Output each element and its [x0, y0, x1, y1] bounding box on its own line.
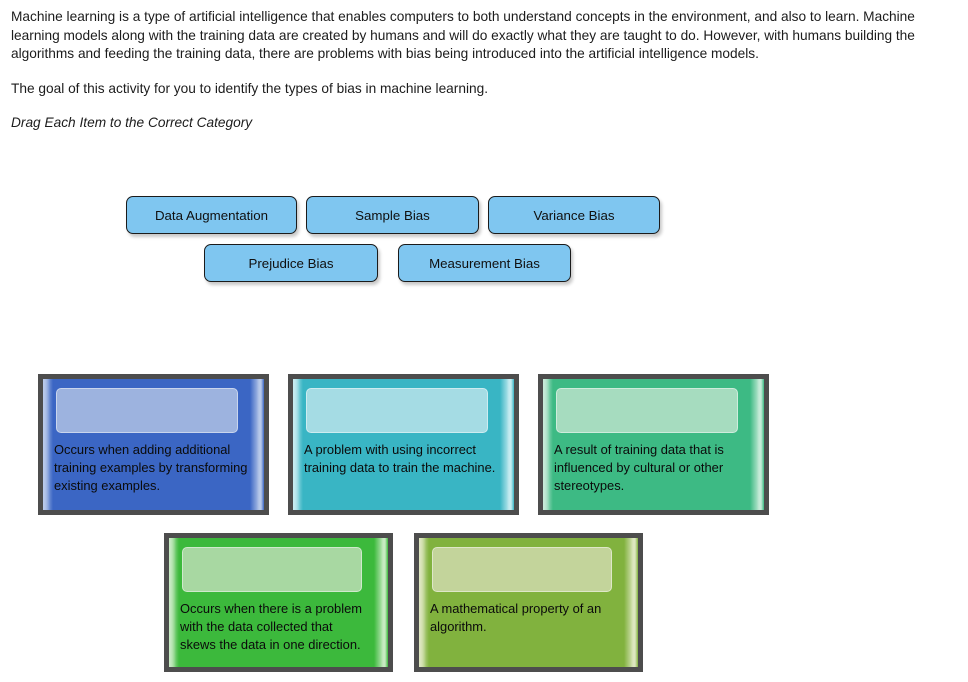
drop-zone-description: A mathematical property of an algorithm.: [430, 601, 602, 635]
drag-instruction: Drag Each Item to the Correct Category: [11, 115, 253, 131]
drag-item-prejudice-bias[interactable]: Prejudice Bias: [204, 244, 378, 282]
drag-item-sample-bias[interactable]: Sample Bias: [306, 196, 479, 234]
drop-zone-description: A result of training data that is influe…: [554, 442, 724, 494]
drop-zone-card[interactable]: Occurs when adding additional training e…: [38, 374, 269, 515]
intro-text: Machine learning is a type of artificial…: [11, 8, 957, 133]
drag-item-measurement-bias[interactable]: Measurement Bias: [398, 244, 571, 282]
drag-item-variance-bias[interactable]: Variance Bias: [488, 196, 660, 234]
drop-zone-body: Occurs when adding additional training e…: [43, 379, 264, 510]
intro-paragraph-1: Machine learning is a type of artificial…: [11, 9, 915, 62]
drop-zone-card[interactable]: A mathematical property of an algorithm.: [414, 533, 643, 672]
drop-zone-body: Occurs when there is a problem with the …: [169, 538, 388, 667]
drop-zone-description: Occurs when adding additional training e…: [54, 442, 248, 494]
drop-zone-description: A problem with using incorrect training …: [304, 442, 496, 476]
drop-zone-body: A problem with using incorrect training …: [293, 379, 514, 510]
drop-zone-body: A result of training data that is influe…: [543, 379, 764, 510]
drop-target-slot[interactable]: [556, 388, 738, 433]
drop-zone-description: Occurs when there is a problem with the …: [180, 601, 362, 653]
drop-target-slot[interactable]: [182, 547, 362, 592]
drop-zone-card[interactable]: A result of training data that is influe…: [538, 374, 769, 515]
drop-target-slot[interactable]: [56, 388, 238, 433]
drag-item-row-2: Prejudice Bias Measurement Bias: [0, 244, 968, 292]
drop-zone-body: A mathematical property of an algorithm.: [419, 538, 638, 667]
drop-target-slot[interactable]: [306, 388, 488, 433]
drag-item-data-augmentation[interactable]: Data Augmentation: [126, 196, 297, 234]
drop-zone-card[interactable]: A problem with using incorrect training …: [288, 374, 519, 515]
intro-paragraph-2: The goal of this activity for you to ide…: [11, 80, 489, 96]
drop-target-slot[interactable]: [432, 547, 612, 592]
drop-zone-card[interactable]: Occurs when there is a problem with the …: [164, 533, 393, 672]
